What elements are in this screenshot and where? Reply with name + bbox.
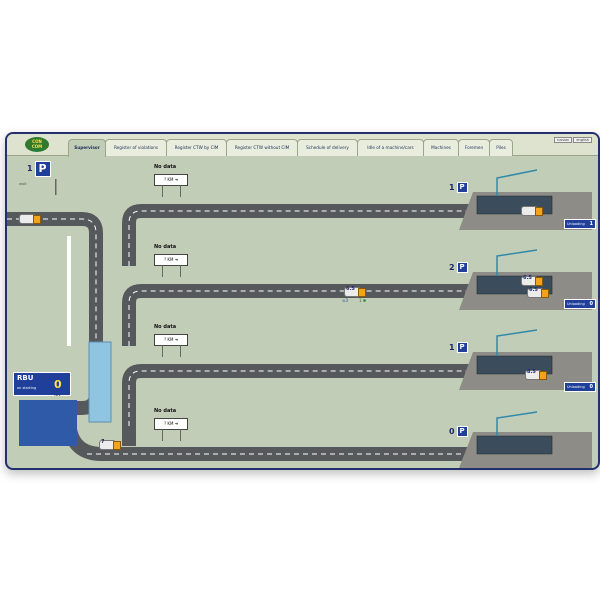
signpost bbox=[162, 345, 163, 357]
route-4-status: No data bbox=[154, 408, 177, 414]
lang-english[interactable]: english bbox=[573, 137, 592, 143]
truck-route-2-meta-right: 1 ✱ bbox=[359, 298, 367, 303]
site-1-unloading[interactable]: Unloading 1 bbox=[564, 219, 596, 229]
arrow-right-icon: ➔ bbox=[174, 257, 179, 262]
route-2-distance: ? KM bbox=[163, 257, 174, 262]
construction-frame-4 bbox=[476, 435, 553, 455]
tab-register-violations[interactable]: Register of violations bbox=[105, 139, 167, 156]
site-3-unloading[interactable]: Unloading 0 bbox=[564, 382, 596, 392]
arrow-right-icon: ➔ bbox=[174, 337, 179, 342]
parking-icon: P bbox=[456, 262, 468, 273]
route-4-distance-sign: ? KM ➔ bbox=[154, 418, 188, 430]
truck-load: 6.5 bbox=[523, 275, 532, 281]
route-2-status: No data bbox=[154, 244, 177, 250]
truck-route-2-meta: ⊙3 bbox=[342, 298, 348, 303]
plant-building bbox=[19, 400, 77, 446]
truck-load: 8.5 bbox=[527, 369, 536, 375]
plant-count-unit: cars bbox=[54, 393, 61, 397]
tab-piles[interactable]: Piles bbox=[489, 139, 513, 156]
tab-register-ctw-cim[interactable]: Register CTW by CIM bbox=[166, 139, 227, 156]
pump-boom-1 bbox=[496, 169, 538, 196]
unloading-label: Unloading bbox=[567, 385, 585, 389]
supervisor-map: 1 P wait RBU on starting 0 cars No data … bbox=[7, 156, 598, 468]
unloading-label: Unloading bbox=[567, 222, 585, 226]
tab-register-ctw-without-cim[interactable]: Register CTW without CIM bbox=[226, 139, 298, 156]
signpost bbox=[162, 429, 163, 441]
unloading-count: 0 bbox=[589, 301, 593, 307]
truck-load: 6.5 bbox=[529, 287, 538, 293]
parking-icon: P bbox=[34, 160, 51, 177]
site-3-count: 1 bbox=[449, 343, 455, 352]
unloading-label: Unloading bbox=[567, 302, 585, 306]
site-2-unloading[interactable]: Unloading 0 bbox=[564, 299, 596, 309]
route-1-distance: ? KM bbox=[163, 177, 174, 182]
unloading-count: 1 bbox=[589, 221, 593, 227]
route-1-distance-sign: ? KM ➔ bbox=[154, 174, 188, 186]
truck-site-1[interactable] bbox=[521, 206, 543, 216]
tab-machines[interactable]: Machines bbox=[423, 139, 459, 156]
signpost bbox=[180, 185, 181, 197]
signpost bbox=[180, 345, 181, 357]
route-4-distance: ? KM bbox=[163, 421, 174, 426]
pump-boom-3 bbox=[496, 329, 538, 356]
unloading-count: 0 bbox=[589, 384, 593, 390]
signpost bbox=[162, 265, 163, 277]
plant-status: on starting bbox=[17, 386, 37, 390]
truck-site-2-a[interactable]: 6.5 bbox=[521, 275, 543, 286]
site-2-count: 2 bbox=[449, 263, 455, 272]
parking-icon: P bbox=[456, 426, 468, 437]
signpost bbox=[180, 429, 181, 441]
tab-supervisor[interactable]: Supervisor bbox=[68, 139, 106, 157]
site-1-count: 1 bbox=[449, 183, 455, 192]
route-3-distance: ? KM bbox=[163, 337, 174, 342]
tab-schedule-delivery[interactable]: Schedule of delivery bbox=[297, 139, 358, 156]
tab-foremen[interactable]: Foremen bbox=[458, 139, 490, 156]
truck-site-3[interactable]: 8.5 bbox=[525, 369, 547, 380]
tab-idle-machine[interactable]: Idle of a machine/cars bbox=[357, 139, 424, 156]
plant-name: RBU bbox=[17, 374, 34, 382]
arrow-right-icon: ➔ bbox=[174, 177, 179, 182]
signpost bbox=[162, 185, 163, 197]
road-network bbox=[7, 169, 592, 468]
route-3-status: No data bbox=[154, 324, 177, 330]
pump-boom-2 bbox=[496, 249, 538, 276]
plant-silos bbox=[88, 341, 112, 423]
plant-car-count: 0 bbox=[54, 378, 62, 391]
truck-parking[interactable] bbox=[19, 214, 41, 224]
parking-icon: P bbox=[456, 182, 468, 193]
truck-load: 6.5 bbox=[346, 286, 355, 292]
route-3-distance-sign: ? KM ➔ bbox=[154, 334, 188, 346]
signpost bbox=[180, 265, 181, 277]
lang-russian[interactable]: russian bbox=[553, 137, 573, 143]
lane-divider bbox=[67, 236, 71, 346]
parking-indicator: 1 P bbox=[27, 160, 51, 177]
route-2-distance-sign: ? KM ➔ bbox=[154, 254, 188, 266]
site-4-count: 0 bbox=[449, 427, 455, 436]
plant-panel[interactable]: RBU on starting bbox=[13, 372, 71, 396]
truck-plant-exit[interactable]: 7 bbox=[99, 439, 121, 450]
pump-boom-4 bbox=[496, 411, 538, 436]
truck-load: 7 bbox=[101, 439, 105, 445]
construction-frame-3 bbox=[476, 355, 553, 375]
route-1-status: No data bbox=[154, 164, 177, 170]
parking-pole bbox=[55, 179, 57, 195]
truck-site-2-b[interactable]: 6.5 bbox=[527, 287, 549, 298]
parking-count: 1 bbox=[27, 164, 33, 173]
truck-route-2[interactable]: 6.5 bbox=[344, 286, 366, 297]
parking-wait-label: wait bbox=[19, 182, 27, 186]
arrow-right-icon: ➔ bbox=[174, 421, 179, 426]
parking-icon: P bbox=[456, 342, 468, 353]
